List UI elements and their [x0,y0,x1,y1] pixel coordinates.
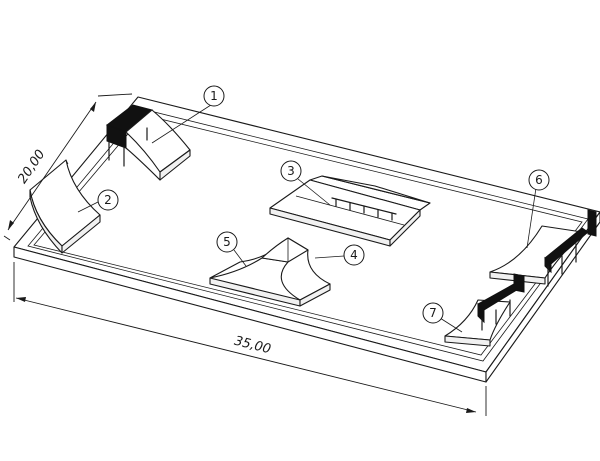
arrow-head [466,408,476,413]
arrow-head [90,102,96,112]
balloon-6-label: 6 [535,173,543,187]
balloon-1-label: 1 [210,89,218,103]
leaders [77,102,537,333]
length-dimension-text: 35,00 [233,334,273,358]
balloon-7: 7 [422,302,444,324]
base-slab [13,96,600,383]
quarter-pipe-7 [444,273,525,347]
quarter-pipe-6 [489,209,597,287]
balloon-1: 1 [203,85,225,107]
balloon-4-label: 4 [350,248,358,262]
balloon-7-label: 7 [429,306,437,320]
balloon-3-label: 3 [287,164,295,178]
table-box-3 [269,175,431,247]
spine-ramp-4-5 [209,237,331,307]
balloon-6: 6 [528,169,550,191]
balloon-5-label: 5 [223,235,231,249]
quarter-pipe-2 [29,159,101,254]
balloon-4: 4 [343,244,365,266]
arrow-head [16,297,26,302]
rail-3 [331,197,397,221]
balloon-5: 5 [216,231,238,253]
balloon-2-label: 2 [104,193,112,207]
balloon-3: 3 [280,160,302,182]
arrow-head [8,220,14,230]
balloon-2: 2 [97,189,119,211]
quarter-pipe-1 [105,104,191,181]
